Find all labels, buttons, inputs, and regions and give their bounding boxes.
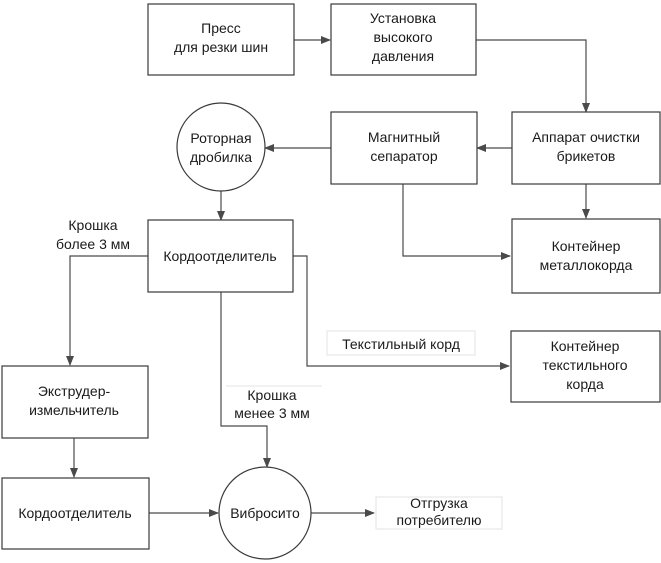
node-press: Пресс для резки шин [147, 3, 295, 76]
node-cord-separator-1: Кордоотделитель [147, 219, 294, 293]
label-crumb-small-line-2: менее 3 мм [234, 405, 310, 421]
label-shipment-line-2: потребителю [397, 512, 482, 528]
edge-cord-sep-1-to-extruder [66, 255, 148, 366]
node-extruder-line-1: Экструдер- [38, 383, 111, 399]
label-crumb-small-line-1: Крошка [247, 387, 296, 403]
node-magnetic-line-2: сепаратор [370, 148, 437, 164]
node-textile-container-line-2: текстильного [542, 357, 627, 373]
label-crumb-small: Крошка менее 3 мм [226, 385, 322, 421]
node-metal-container: Контейнер металлокорда [511, 218, 661, 294]
node-cleaner: Аппарат очистки брикетов [511, 111, 661, 185]
node-metal-container-line-1: Контейнер [552, 238, 621, 254]
node-rotor-line-2: дробилка [190, 149, 252, 165]
node-high-pressure: Установка высокого давления [330, 3, 477, 76]
node-textile-container-line-3: корда [566, 376, 604, 392]
node-cleaner-line-1: Аппарат очистки [532, 129, 640, 145]
edge-cord-sep-1-to-textile-container [293, 255, 510, 370]
node-extruder-line-2: измельчитель [29, 402, 119, 418]
node-press-line-1: Пресс [201, 20, 241, 36]
node-press-line-2: для резки шин [174, 39, 268, 55]
label-textile-cord-text: Текстильный корд [342, 336, 460, 352]
edges [66, 36, 590, 517]
edge-magnetic-to-metal-container [402, 184, 511, 260]
node-cord-sep-2-label: Кордоотделитель [18, 505, 131, 521]
label-shipment-line-1: Отгрузка [410, 495, 468, 511]
node-vibrating-sieve: Вибросито [218, 466, 312, 560]
label-crumb-large-line-2: более 3 мм [56, 236, 130, 252]
node-high-pressure-line-3: давления [372, 48, 434, 64]
node-high-pressure-line-2: высокого [373, 29, 432, 45]
label-textile-cord: Текстильный корд [326, 330, 476, 356]
node-sieve-label: Вибросито [230, 505, 300, 521]
label-shipment: Отгрузка потребителю [375, 495, 503, 530]
node-textile-container-line-1: Контейнер [551, 338, 620, 354]
edge-high-pressure-to-cleaner [476, 39, 590, 113]
node-rotor-crusher: Роторная дробилка [176, 102, 266, 192]
node-rotor-line-1: Роторная [190, 130, 251, 146]
edge-cord-sep-1-to-sieve [220, 292, 271, 468]
node-cleaner-line-2: брикетов [557, 148, 616, 164]
node-magnetic-separator: Магнитный сепаратор [330, 111, 478, 185]
node-extruder: Экструдер- измельчитель [1, 365, 149, 439]
node-cord-separator-2: Кордоотделитель [1, 477, 150, 550]
node-cord-sep-1-label: Кордоотделитель [163, 248, 276, 264]
node-textile-container: Контейнер текстильного корда [510, 330, 661, 403]
label-crumb-large: Крошка более 3 мм [56, 217, 130, 252]
node-metal-container-line-2: металлокорда [540, 257, 633, 273]
node-magnetic-line-1: Магнитный [368, 129, 440, 145]
label-crumb-large-line-1: Крошка [68, 217, 117, 233]
node-high-pressure-line-1: Установка [370, 10, 436, 26]
